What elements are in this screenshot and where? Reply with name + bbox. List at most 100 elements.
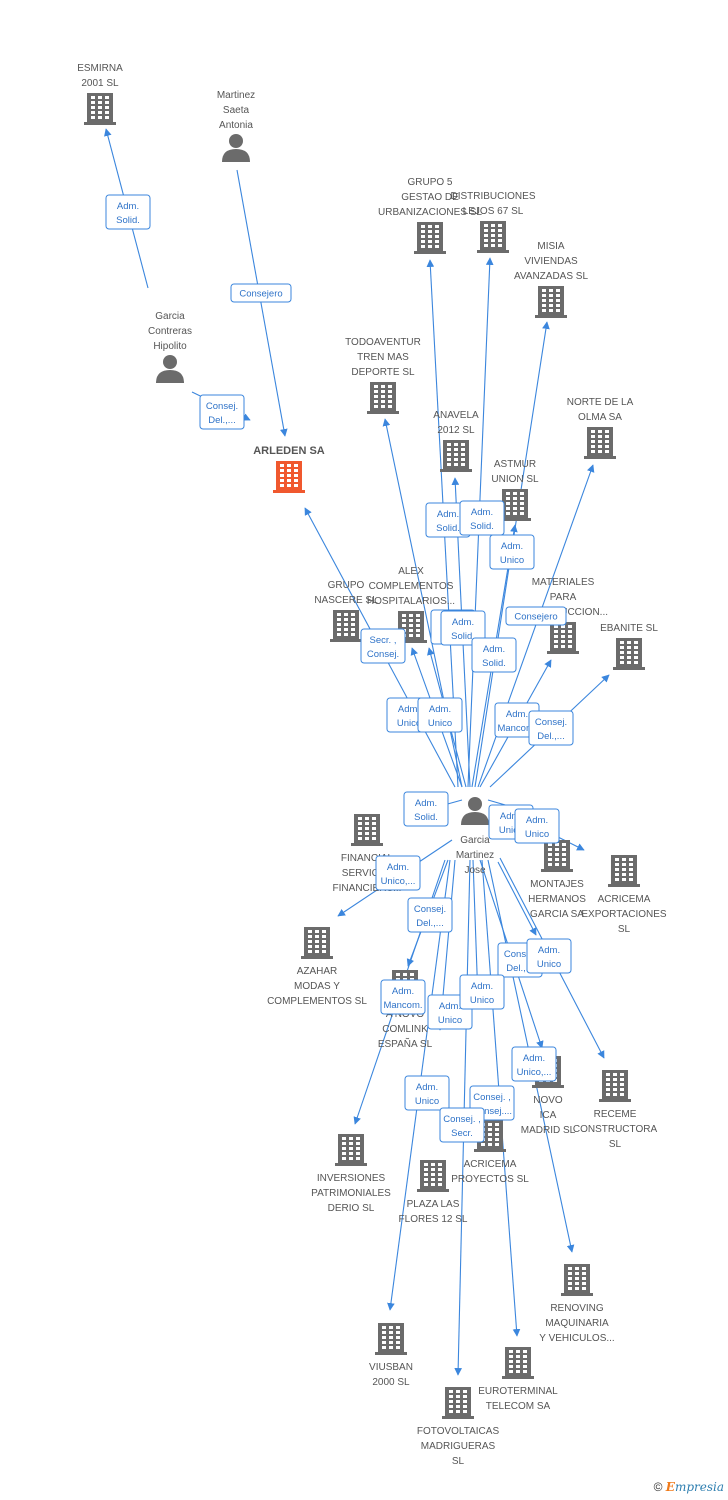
node-label: 2012 SL bbox=[437, 425, 475, 436]
edge-role-label[interactable]: Adm.Solid. bbox=[440, 610, 486, 646]
node-label: Martinez bbox=[217, 90, 255, 101]
edge-role-label[interactable]: Adm.Unico bbox=[404, 1075, 450, 1111]
edge-role-text: Adm. bbox=[392, 986, 414, 997]
node-label: GRUPO bbox=[328, 580, 365, 591]
building-icon bbox=[442, 1387, 474, 1419]
node-label: MODAS Y bbox=[294, 981, 340, 992]
edge-role-text: Solid. bbox=[482, 658, 506, 669]
edge-role-label[interactable]: Adm.Unico,... bbox=[511, 1046, 557, 1082]
edge-role-label[interactable]: Adm.Solid. bbox=[471, 637, 517, 673]
node-label: Y VEHICULOS... bbox=[539, 1333, 614, 1344]
node-label: Martinez bbox=[456, 850, 494, 861]
edge-role-text: Consej. bbox=[504, 949, 536, 960]
edge-role-text: Consej.... bbox=[472, 1106, 512, 1117]
edge-role-text: Solid. bbox=[470, 521, 494, 532]
node-label: HOSPITALARIOS... bbox=[367, 596, 455, 607]
node-label: UNION SL bbox=[491, 474, 539, 485]
edge-role-label[interactable]: Adm.Solid. bbox=[403, 791, 449, 827]
edge-role-label[interactable]: Adm.Unico bbox=[417, 697, 463, 733]
edge-role-text: Secr. , bbox=[370, 635, 397, 646]
edge-role-label[interactable]: Consej.Del.,... bbox=[528, 710, 574, 746]
company-node[interactable]: ASTMUR UNION SL bbox=[491, 459, 539, 521]
edge-role-label[interactable]: Consej. ,Secr. bbox=[439, 1107, 485, 1143]
company-node[interactable]: PLAZA LAS FLORES 12 SL bbox=[399, 1160, 468, 1225]
node-label: FINANCIERS... bbox=[333, 883, 402, 894]
edge-role-text: Solid. bbox=[414, 812, 438, 823]
edge-role-label[interactable]: Adm.Unico bbox=[514, 808, 560, 844]
building-icon bbox=[499, 489, 531, 521]
node-label: MONTAJES bbox=[530, 879, 584, 890]
node-label: FLORES 12 SL bbox=[399, 1214, 468, 1225]
footer-brand[interactable]: © Empresia bbox=[654, 1480, 724, 1494]
building-icon bbox=[335, 1134, 367, 1166]
edge-role-label[interactable]: Adm.Mancom. bbox=[380, 979, 426, 1015]
edge-role-text: Unico bbox=[428, 718, 452, 729]
building-icon bbox=[541, 840, 573, 872]
edge-role-label[interactable]: Consejero bbox=[230, 283, 292, 303]
node-label: ANAVELA bbox=[433, 410, 479, 421]
edge-role-text: Adm. bbox=[416, 1082, 438, 1093]
person-icon bbox=[461, 797, 489, 825]
company-node[interactable]: EBANITE SL bbox=[600, 623, 658, 670]
building-icon bbox=[599, 1070, 631, 1102]
edge-role-label[interactable]: Consej.Del.,... bbox=[407, 897, 453, 933]
focus-company-node[interactable]: ARLEDEN SA bbox=[253, 445, 325, 493]
edge-role-label[interactable]: Adm.Solid. bbox=[105, 194, 151, 230]
node-label: AZAHAR bbox=[297, 966, 338, 977]
node-label: Jose bbox=[464, 865, 486, 876]
node-label: INVERSIONES bbox=[317, 1173, 386, 1184]
edge-role-text: Consej. bbox=[535, 717, 567, 728]
edge-role-text: Unico bbox=[397, 718, 421, 729]
node-label: NORTE DE LA bbox=[567, 397, 634, 408]
node-label: EUROTERMINAL bbox=[478, 1386, 558, 1397]
node-label: FINANCIAL bbox=[341, 853, 394, 864]
edge-role-text: Mancom. bbox=[497, 723, 536, 734]
node-label: ESMIRNA bbox=[77, 63, 123, 74]
edge-role-label[interactable]: Consejero bbox=[505, 606, 567, 626]
edge-role-label[interactable]: Consej.Del.,... bbox=[199, 394, 245, 430]
edge-role-text: Secr. bbox=[451, 1128, 473, 1139]
node-label: ASTMUR bbox=[494, 459, 536, 470]
edge-role-label[interactable]: Adm.Unico,... bbox=[375, 855, 421, 891]
node-label: ESPAÑA SL bbox=[378, 1037, 433, 1050]
company-node[interactable]: ANAVELA 2012 SL bbox=[433, 410, 479, 472]
building-icon bbox=[301, 927, 333, 959]
node-label: DERIO SL bbox=[328, 1203, 375, 1214]
node-label: MATERIALES bbox=[532, 577, 595, 588]
edge-role-label[interactable]: Adm.Unico bbox=[526, 938, 572, 974]
edge-role-label[interactable]: Adm.Solid. bbox=[459, 500, 505, 536]
node-label: PLAZA LAS bbox=[407, 1199, 460, 1210]
edge-role-label[interactable]: Secr. ,Consej. bbox=[360, 628, 406, 664]
edge-role-label[interactable]: Adm.Unico bbox=[489, 534, 535, 570]
node-label: RENOVING bbox=[550, 1303, 604, 1314]
company-node[interactable]: FINANCIALSERVICESFINANCIERS... bbox=[333, 814, 402, 894]
edge-role-text: Adm. bbox=[398, 704, 420, 715]
node-label: LEJOS 67 SL bbox=[463, 206, 524, 217]
node-label: CONSTRUCTORA bbox=[573, 1124, 658, 1135]
node-label: RECEME bbox=[594, 1109, 637, 1120]
node-label: Saeta bbox=[223, 105, 250, 116]
edge-role-label[interactable]: Adm.Unico bbox=[459, 974, 505, 1010]
brand-logo: Empresia bbox=[665, 1480, 724, 1494]
company-node[interactable]: ALEXCOMPLEMENTOSHOSPITALARIOS... bbox=[367, 566, 455, 643]
edge-role-text: Adm. bbox=[471, 981, 493, 992]
